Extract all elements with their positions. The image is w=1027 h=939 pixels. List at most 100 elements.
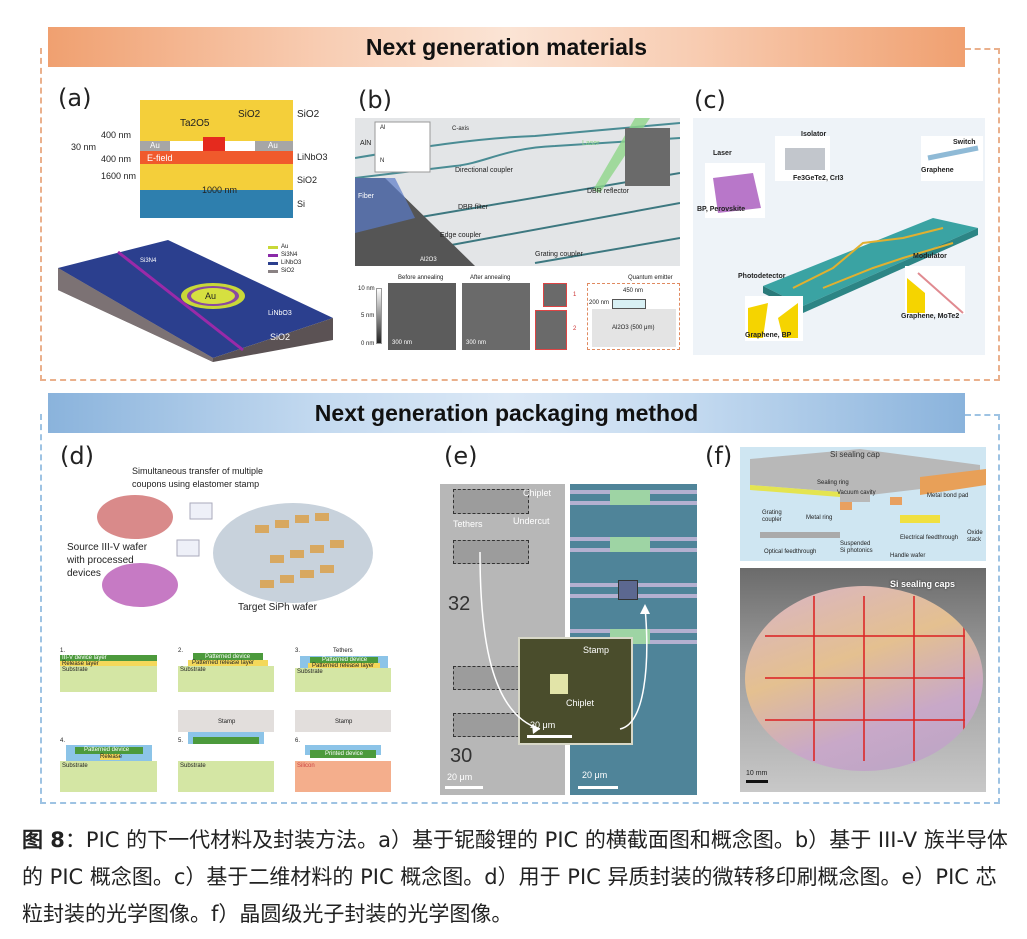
ring-au-label: Au (205, 291, 217, 301)
chiplet-label-top: Chiplet (523, 488, 552, 498)
after-annealing-label: After annealing (470, 275, 511, 281)
al2o3-500-label: Al2O3 (500 μm) (612, 325, 655, 331)
layer-sio2: SiO2 (297, 175, 318, 185)
scalebar-inset: 20 μm (530, 720, 556, 730)
sealing-ring-label: Sealing ring (817, 480, 849, 486)
substrate (178, 666, 274, 692)
patterned-release-label: Patterned release layer (192, 660, 255, 666)
panel-a-label: (a) (58, 84, 92, 112)
stamp-label-5: Stamp (218, 719, 236, 725)
aln-circuit-illustration (355, 118, 680, 266)
scalebar-before: 300 nm (392, 340, 413, 346)
modulator-material-label: Graphene, MoTe2 (901, 313, 960, 320)
packaging-banner: Next generation packaging method (48, 393, 965, 433)
inset-1-label: 1 (573, 292, 577, 298)
laser-label: Laser (713, 150, 732, 157)
block-linbo3-label: LiNbO3 (268, 310, 292, 317)
au-left: Au (150, 141, 160, 150)
figure-number: 图 8 (22, 828, 65, 852)
substrate-label-4: Substrate (62, 763, 88, 769)
handle-wafer-label: Handle wafer (890, 553, 926, 559)
panel-b-label: (b) (358, 86, 392, 114)
picked-device (193, 737, 259, 744)
suspended-line2: Si photonics (840, 548, 873, 554)
tethers-label: Tethers (453, 519, 483, 529)
release-label: Release (100, 754, 123, 760)
switch-material-label: Graphene (921, 167, 954, 174)
patterned-device-label-3: Patterned device (322, 657, 368, 663)
before-annealing-label: Before annealing (398, 275, 444, 281)
afm-before-image (388, 283, 456, 350)
sio2-cladding-label: SiO2 (238, 109, 261, 120)
silicon-substrate (295, 761, 391, 792)
patterned-device-label: Patterned device (205, 654, 251, 660)
dim-400-top: 400 nm (101, 130, 132, 140)
undercut-label: Undercut (513, 516, 550, 526)
layer-linbo3: LiNbO3 (297, 152, 328, 162)
target-wafer-label: Target SiPh wafer (238, 602, 317, 613)
optical-feedthrough-label: Optical feedthrough (764, 549, 817, 555)
aln-label: AlN (360, 140, 372, 147)
height-colorbar (376, 288, 382, 344)
dbr-filter-label: DBR filter (458, 204, 488, 211)
scale-0nm: 0 nm (361, 341, 375, 347)
substrate (178, 761, 274, 792)
substrate (60, 761, 157, 792)
panel-f-label: (f) (705, 442, 733, 470)
scale-10nm: 10 nm (358, 286, 375, 292)
oxide-line1: Oxide (967, 530, 983, 536)
patterned-device (193, 653, 263, 660)
release-layer-label: Release layer (62, 661, 99, 667)
substrate (295, 668, 391, 692)
al-label: Al (380, 125, 386, 131)
caption-text: ：PIC 的下一代材料及封装方法。a）基于铌酸锂的 PIC 的横截面图和概念图。… (22, 828, 1008, 926)
marker-30: 30 (450, 745, 473, 767)
micro-transfer-printing-illustration (97, 495, 373, 607)
directional-coupler-label: Directional coupler (455, 167, 513, 174)
grating-coupler-label: Grating coupler (535, 251, 583, 258)
al2o3-label: Al2O3 (420, 257, 437, 263)
scalebar-after: 300 nm (466, 340, 487, 346)
substrate-label-2: Substrate (180, 667, 206, 673)
photodetector-label: Photodetector (738, 273, 786, 280)
dim-1000: 1000 nm (202, 185, 238, 195)
cross-section (140, 100, 293, 218)
packaging-frame (40, 414, 1000, 804)
substrate-label-1: Substrate (62, 667, 88, 673)
switch-label: Switch (953, 139, 976, 146)
patterned-device-label-4: Patterned device (84, 747, 130, 753)
efield-label: E-field (147, 153, 173, 163)
substrate-label-5: Substrate (180, 763, 206, 769)
isolator-label: Isolator (801, 131, 827, 138)
vacuum-cavity-label: Vacuum cavity (837, 490, 876, 496)
stamp-5 (178, 710, 274, 732)
figure-caption: 图 8：PIC 的下一代材料及封装方法。a）基于铌酸锂的 PIC 的横截面图和概… (22, 822, 1012, 933)
substrate-label-3: Substrate (297, 669, 323, 675)
patterned-device (310, 657, 378, 663)
emitter-schematic (587, 283, 680, 350)
dim-400-bottom: 400 nm (101, 154, 132, 164)
layer-sio2-top: SiO2 (297, 109, 320, 120)
metal-bond-pad-label: Metal bond pad (927, 493, 969, 499)
transfer-arrows (479, 551, 650, 734)
photodetector-material-label: Graphene, BP (745, 332, 792, 339)
stamp-label: Stamp (583, 645, 610, 655)
fiber-label: Fiber (358, 193, 374, 200)
marker-32: 32 (448, 593, 471, 615)
wafer-level-package-schematic (740, 447, 986, 561)
sealing-caps-label: Si sealing caps (890, 579, 956, 589)
ta2o5-label: Ta2O5 (180, 118, 210, 129)
packaging-frame-top (965, 414, 1000, 416)
layer-si: Si (297, 199, 306, 209)
printed-device (310, 750, 376, 758)
width-450-label: 450 nm (623, 288, 644, 294)
panel-c-label: (c) (694, 86, 726, 114)
legend-linbo3: LiNbO3 (281, 260, 302, 266)
materials-frame-top (965, 48, 1000, 50)
source-wafer-line1: Source III-V wafer (67, 542, 148, 553)
dim-30: 30 nm (71, 142, 97, 152)
substrate (60, 666, 157, 692)
laser-label: Laser (582, 140, 600, 147)
au-right: Au (268, 141, 278, 150)
iiiv-layer (60, 655, 157, 661)
